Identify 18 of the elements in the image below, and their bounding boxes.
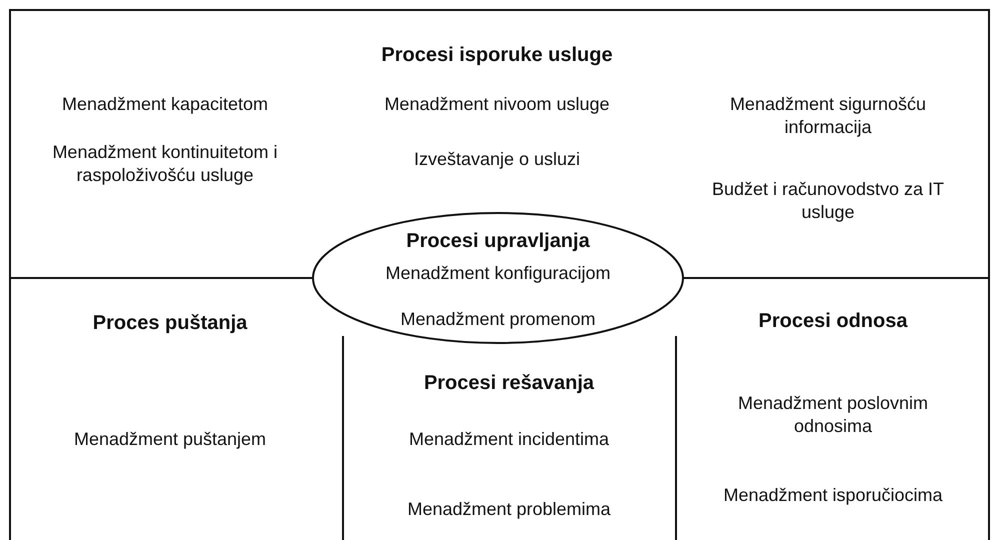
section-heading: Procesi odnosa [758,309,908,334]
section-heading: Procesi rešavanja [424,371,594,396]
process-label: Menadžment isporučiocima [723,484,943,507]
section-heading: Proces puštanja [92,311,248,336]
process-label: Menadžment promenom [400,308,596,331]
section-heading: Procesi upravljanja [406,229,590,254]
process-label: Menadžment puštanjem [74,428,266,451]
process-label: Menadžment kapacitetom [62,93,268,116]
process-label: Menadžment konfiguracijom [385,262,611,285]
process-label: Menadžment incidentima [408,428,610,451]
process-label: Menadžment kontinuitetom i raspoloživošću usluge [51,141,279,188]
process-label: Izveštavanje o usluzi [414,148,580,171]
process-label: Menadžment poslovnim odnosima [736,392,930,438]
process-label: Menadžment sigurnošću informacija [728,93,928,140]
process-label: Menadžment problemima [407,498,611,521]
section-heading: Procesi isporuke usluge [381,43,613,68]
process-label: Budžet i računovodstvo za IT usluge [710,178,946,224]
process-label: Menadžment nivoom usluge [384,93,610,116]
